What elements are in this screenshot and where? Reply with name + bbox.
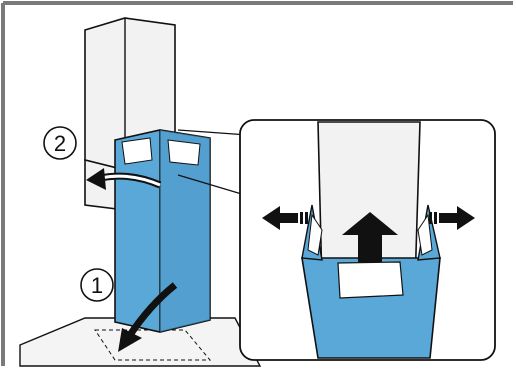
step-2-badge: 2 <box>43 126 77 160</box>
arrow-down-left-icon <box>118 282 178 352</box>
detail-leader-lines <box>177 129 249 196</box>
arrow-left-right-icon <box>262 206 475 230</box>
step-1-number: 1 <box>91 273 103 298</box>
step-2-number: 2 <box>54 131 66 156</box>
arrow-up-icon <box>342 212 398 262</box>
step-1-badge: 1 <box>80 268 114 302</box>
lower-duct <box>114 129 211 333</box>
detail-lower-duct <box>301 257 441 359</box>
arrow-left-icon <box>86 168 162 190</box>
